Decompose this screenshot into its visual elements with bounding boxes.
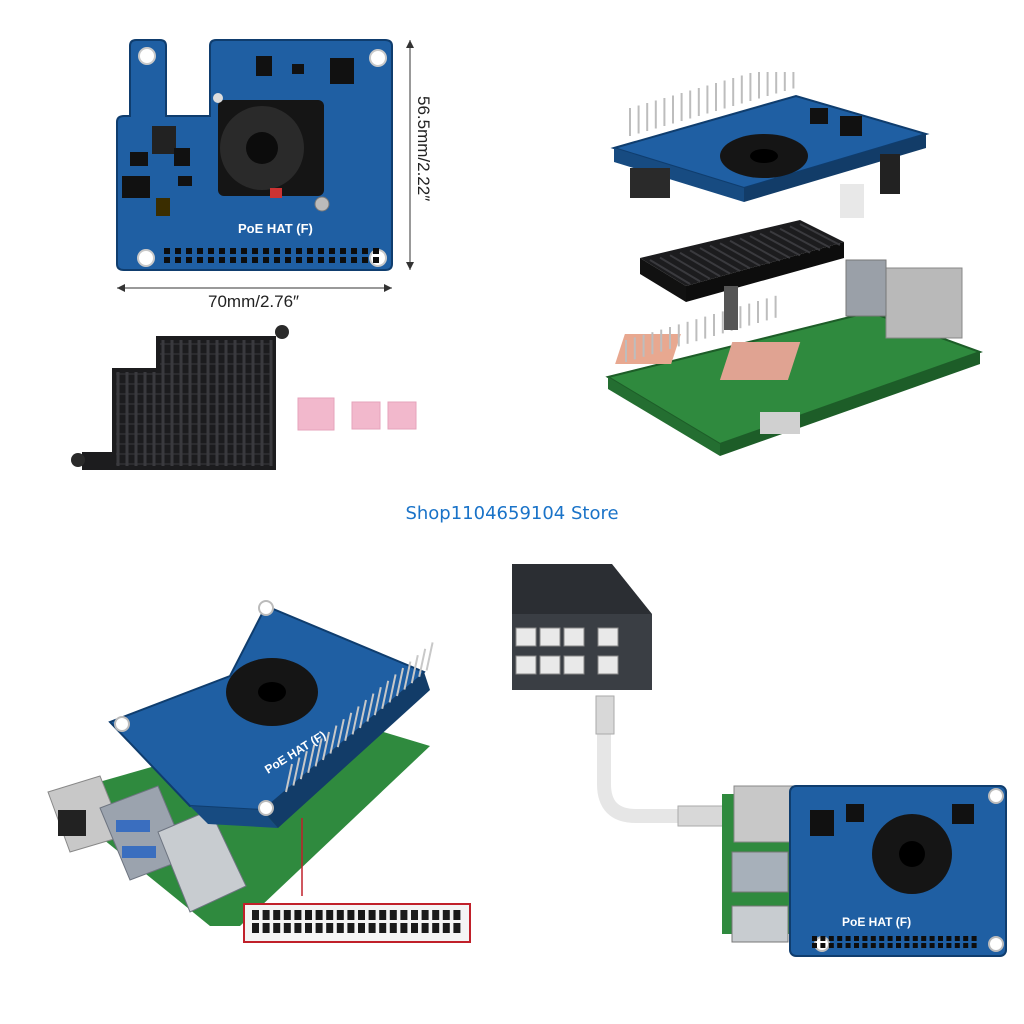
heatsink-panel (66, 320, 436, 480)
gpio-header (164, 248, 379, 263)
ethernet-cable (597, 707, 695, 823)
standoff (630, 168, 670, 198)
rj45-plug (595, 695, 615, 735)
assembled-panel: PoE HAT (F) (40, 596, 480, 956)
heatsink (82, 336, 276, 470)
usb-port (845, 259, 887, 317)
gpio-header (812, 936, 977, 948)
cpu-thermal-pad (615, 334, 681, 364)
mounting-hole (369, 49, 387, 67)
gpio-header (285, 642, 434, 793)
switch-port-grid (515, 627, 619, 675)
thermal-pad-large (297, 397, 335, 431)
usb-port-blue (731, 851, 789, 893)
mounting-hole (138, 47, 156, 65)
ethernet-port (885, 267, 963, 339)
hat-dimension-panel: PoE HAT (F) 70mm/2.76″ 56.5mm/2.22″ (100, 36, 440, 316)
gpio-header (629, 72, 795, 136)
heatsink-standoff (275, 325, 289, 339)
usb-c-port (760, 412, 800, 434)
heatsink-standoff (71, 453, 85, 467)
exploded-assembly-panel (600, 72, 990, 472)
width-dimension-label: 70mm/2.76″ (208, 292, 299, 311)
fan-connector (270, 188, 282, 198)
thermal-pad (351, 401, 381, 430)
thermal-pad (387, 401, 417, 430)
gpio-header-closeup (252, 910, 461, 933)
gpio-header (625, 295, 777, 362)
store-link[interactable]: Shop1104659104 Store (405, 503, 619, 524)
fan-hub (246, 132, 278, 164)
chip (256, 56, 272, 76)
transformer (152, 126, 176, 154)
capacitor (156, 198, 170, 216)
mounting-hole (137, 249, 155, 267)
exploded-assembly-drawing (605, 72, 983, 456)
chip (178, 176, 192, 186)
board-label: PoE HAT (F) (842, 915, 911, 929)
height-dimension-label: 56.5mm/2.22″ (414, 96, 433, 201)
standoff (880, 154, 900, 194)
poe-switch-panel: PoE HAT (F) (512, 564, 1012, 964)
usb-port (731, 905, 789, 943)
usb-port (157, 809, 247, 913)
chip (292, 64, 304, 74)
ram-thermal-pad (719, 342, 801, 380)
hat-board-drawing: PoE HAT (F) 70mm/2.76″ 56.5mm/2.22″ (116, 39, 433, 311)
standoff (840, 184, 864, 218)
chip (330, 58, 354, 84)
poe-switch-drawing: PoE HAT (F) (512, 564, 1007, 957)
screw (314, 196, 330, 212)
assembled-drawing: PoE HAT (F) (47, 600, 471, 943)
screw (213, 93, 223, 103)
board-label: PoE HAT (F) (238, 221, 313, 236)
chip (174, 148, 190, 166)
chip (122, 176, 150, 198)
chip (130, 152, 148, 166)
heatsink-drawing (71, 325, 417, 470)
spring-screw (724, 286, 738, 330)
